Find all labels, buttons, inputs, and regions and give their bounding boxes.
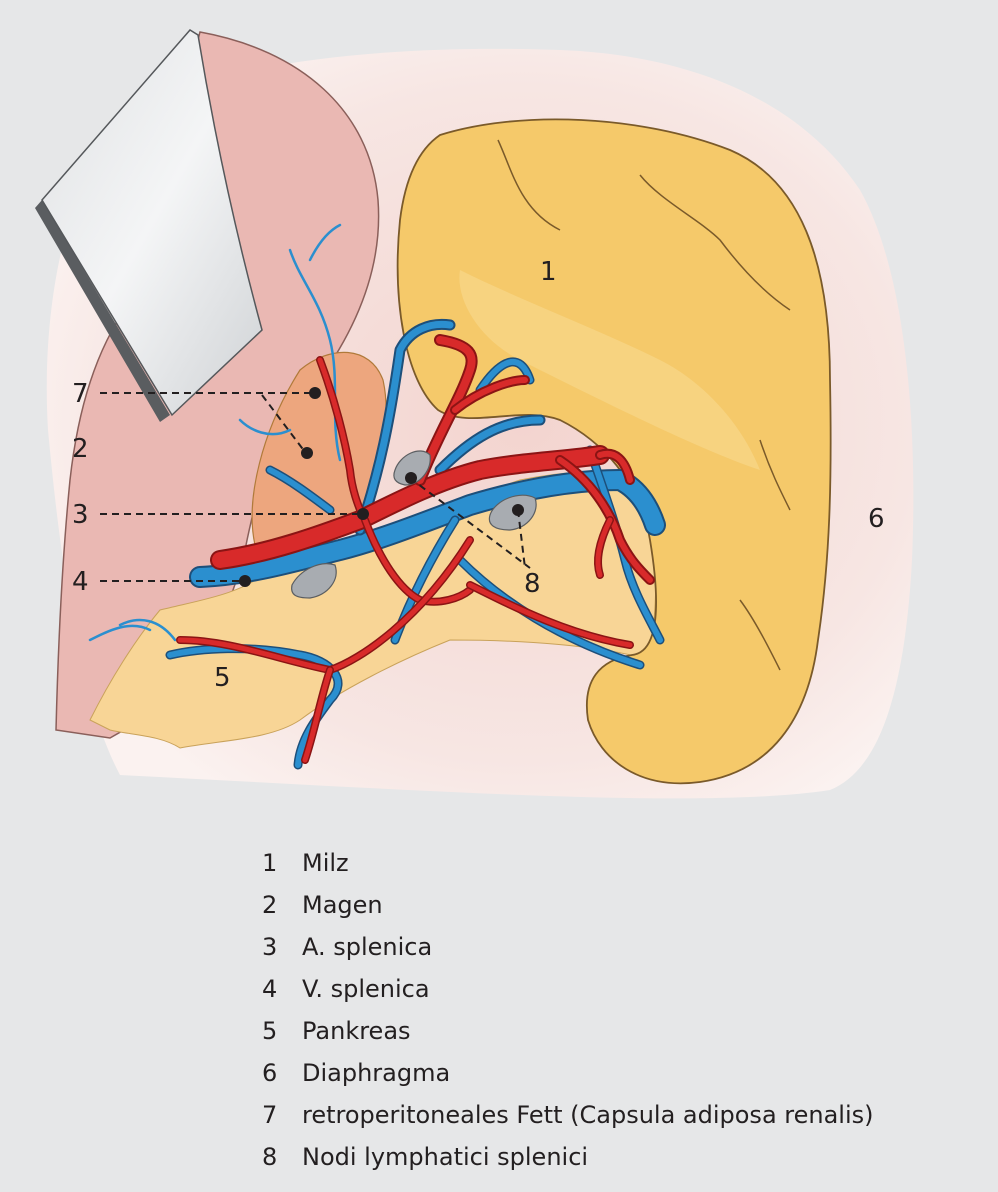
retractor <box>41 29 263 417</box>
vein-branch <box>436 416 544 474</box>
legend-item: 3 A. splenica <box>262 926 874 968</box>
legend-item: 1 Milz <box>262 842 874 884</box>
figure-label-5: 5 <box>214 663 231 693</box>
figure-label-6: 6 <box>868 504 885 534</box>
figure-label-4: 4 <box>72 567 89 597</box>
figure-label-2: 2 <box>72 434 89 464</box>
vein-branch <box>587 447 663 643</box>
callout-dot-8b <box>512 504 524 516</box>
figure-numbers: 1 2 3 4 5 6 7 8 <box>72 257 885 693</box>
legend-text: Magen <box>302 891 383 919</box>
artery-branch <box>595 517 613 578</box>
vein-branch <box>267 467 333 513</box>
artery-branch <box>302 667 333 763</box>
legend-item: 8 Nodi lymphatici splenici <box>262 1136 874 1178</box>
spleen-highlight <box>459 270 760 470</box>
legend-text: retroperitoneales Fett (Capsula adiposa … <box>302 1101 874 1129</box>
legend-number: 3 <box>262 933 278 961</box>
callout-dots <box>239 387 524 587</box>
spleen-lobe-line <box>639 174 791 311</box>
arteries <box>176 334 655 764</box>
vein-branch <box>477 358 533 393</box>
gastric-vein <box>288 248 342 462</box>
artery-branch <box>416 336 476 484</box>
legend-text: V. splenica <box>302 975 430 1003</box>
lymph-node <box>291 563 337 599</box>
lymph-node <box>393 450 431 486</box>
legend-number: 7 <box>262 1101 278 1129</box>
spleen-lobe-line <box>497 139 561 231</box>
legend-text: Diaphragma <box>302 1059 451 1087</box>
legend-item: 4 V. splenica <box>262 968 874 1010</box>
figure-label-1: 1 <box>540 257 557 287</box>
callout-dot-7a <box>309 387 321 399</box>
legend-text: Pankreas <box>302 1017 411 1045</box>
leader-line-8 <box>409 477 531 569</box>
legend-number: 8 <box>262 1143 278 1171</box>
legend-number: 2 <box>262 891 278 919</box>
artery-branch <box>317 357 365 518</box>
legend-number: 4 <box>262 975 278 1003</box>
legend-item: 2 Magen <box>262 884 874 926</box>
callout-dot-3 <box>357 508 369 520</box>
splenic-artery <box>212 447 608 568</box>
figure-label-3: 3 <box>72 500 89 530</box>
legend-text: A. splenica <box>302 933 433 961</box>
legend-number: 1 <box>262 849 278 877</box>
artery-branch <box>557 457 653 583</box>
legend-number: 6 <box>262 1059 278 1087</box>
figure-label-8: 8 <box>524 569 541 599</box>
artery-branch <box>452 377 528 413</box>
gastric-vein <box>88 618 177 642</box>
callout-dot-4 <box>239 575 251 587</box>
vein-branch <box>356 320 454 534</box>
callout-dot-8a <box>405 472 417 484</box>
splenic-vein <box>191 471 664 586</box>
legend-text: Nodi lymphatici splenici <box>302 1143 589 1171</box>
artery-branch <box>597 450 633 483</box>
artery-branch <box>467 582 633 648</box>
legend-item: 5 Pankreas <box>262 1010 874 1052</box>
gastric-vein <box>308 223 342 262</box>
spleen-lobe-line <box>759 439 791 511</box>
figure-label-7: 7 <box>72 379 89 409</box>
splenic-anatomy-diagram: 1 2 3 4 5 6 7 8 <box>35 29 914 799</box>
legend-text: Milz <box>302 849 349 877</box>
legend-number: 5 <box>262 1017 278 1045</box>
gastric-vein <box>238 418 292 436</box>
artery-branch <box>362 517 473 605</box>
legend-item: 6 Diaphragma <box>262 1052 874 1094</box>
legend-item: 7 retroperitoneales Fett (Capsula adiposa… <box>262 1094 874 1136</box>
legend: 1 Milz 2 Magen 3 A. splenica 4 V. splenica 5… <box>262 842 874 1178</box>
retractor-edge <box>35 200 170 422</box>
leader-lines <box>100 392 531 582</box>
callout-dot-7b <box>301 447 313 459</box>
spleen-lobe-line <box>739 599 781 671</box>
